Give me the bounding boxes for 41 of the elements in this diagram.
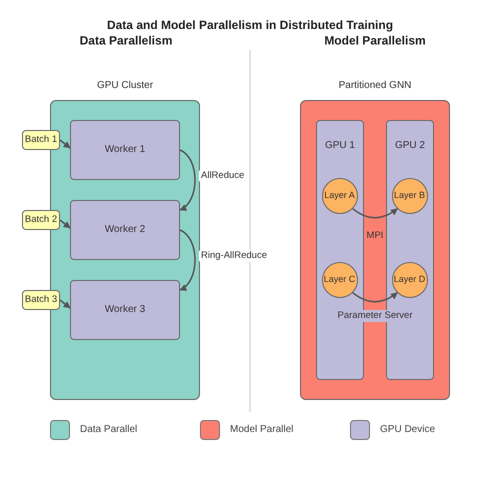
layer-label: Layer C xyxy=(324,274,356,285)
layer-circle xyxy=(392,178,428,214)
worker-label: Worker 2 xyxy=(104,224,146,236)
diagram-title: Data and Model Parallelism in Distributed Training xyxy=(106,18,394,33)
arrow xyxy=(60,139,71,149)
batch-label: Batch 2 xyxy=(24,214,58,226)
batch-label: Batch 3 xyxy=(24,294,58,306)
panel-heading: GPU Cluster xyxy=(96,79,154,93)
batch-label: Batch 1 xyxy=(24,134,58,146)
batch-box xyxy=(22,130,60,150)
arrow xyxy=(60,299,71,309)
legend-label: GPU Device xyxy=(380,424,436,436)
arrow xyxy=(179,149,196,211)
layer-label: Layer B xyxy=(394,190,426,201)
legend-label: Data Parallel xyxy=(80,424,138,436)
worker-label: Worker 3 xyxy=(104,304,146,316)
edge-label: AllReduce xyxy=(199,170,246,182)
arrow xyxy=(179,229,196,291)
arrow xyxy=(352,208,398,218)
legend-label: Model Parallel xyxy=(230,424,294,436)
worker-box xyxy=(70,280,180,340)
batch-box xyxy=(22,290,60,310)
edge-label: Ring-AllReduce xyxy=(199,250,270,262)
worker-box xyxy=(70,120,180,180)
edge-label: Parameter Server xyxy=(336,310,414,322)
section-heading: Model Parallelism xyxy=(324,34,426,48)
layer-circle xyxy=(322,262,358,298)
worker-box xyxy=(70,200,180,260)
section-heading: Data Parallelism xyxy=(80,34,172,48)
batch-box xyxy=(22,210,60,230)
gpu-column xyxy=(386,120,434,380)
gpu-label: GPU 1 xyxy=(324,140,355,152)
layer-circle xyxy=(392,262,428,298)
layer-circle xyxy=(322,178,358,214)
gpu-label: GPU 2 xyxy=(394,140,425,152)
arrow xyxy=(60,219,71,229)
panel-heading: Partitioned GNN xyxy=(338,79,412,93)
layer-label: Layer A xyxy=(324,190,355,201)
arrow xyxy=(352,292,398,302)
worker-label: Worker 1 xyxy=(104,144,146,156)
layer-label: Layer D xyxy=(394,274,426,285)
